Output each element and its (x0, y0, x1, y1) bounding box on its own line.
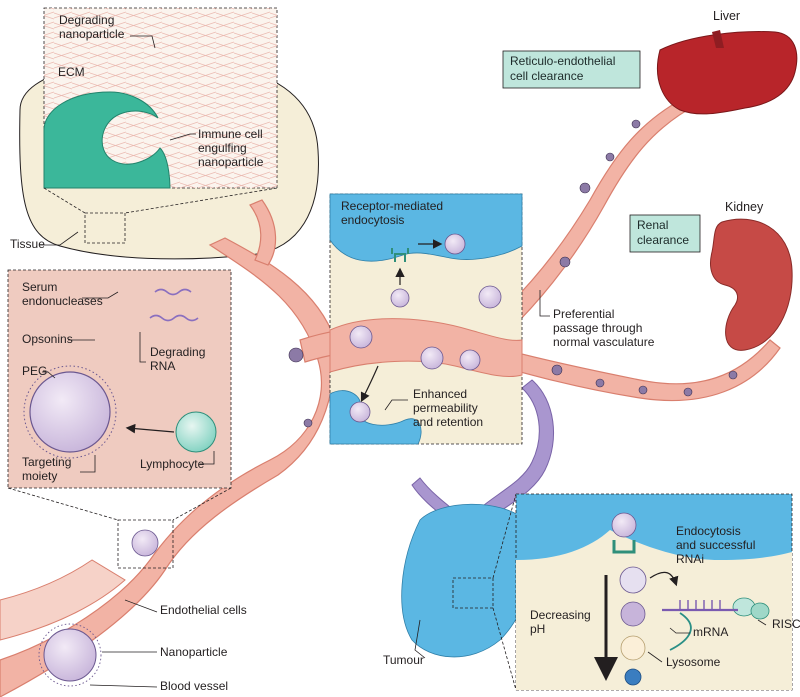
label-tumour: Tumour (383, 653, 424, 667)
renal-clearance-box: Renal clearance (629, 214, 701, 253)
degrading-rna (149, 288, 199, 322)
label-peg: PEG (22, 364, 47, 378)
endosome-stages (611, 512, 647, 686)
label-lymphocyte: Lymphocyte (140, 457, 205, 471)
label-lysosome: Lysosome (666, 655, 721, 669)
label-degrading-nanoparticle: Degrading nanoparticle (59, 13, 125, 41)
svg-text:Preferential: Preferential (553, 307, 614, 321)
label-kidney: Kidney (725, 200, 764, 214)
immune-cell (43, 91, 171, 189)
svg-text:and successful: and successful (676, 538, 755, 552)
label-immune-cell: Immune cell engulfing nanoparticle (198, 127, 264, 169)
center-particles (349, 233, 502, 423)
svg-text:RNA: RNA (150, 359, 175, 373)
svg-text:moiety: moiety (22, 469, 57, 483)
svg-text:nanoparticle: nanoparticle (198, 155, 264, 169)
label-serum-endonucleases: Serum endonucleases (22, 280, 103, 308)
svg-text:pH: pH (530, 622, 545, 636)
label-receptor-mediated: Receptor-mediated endocytosis (341, 199, 443, 227)
center-upper-cell (329, 193, 523, 262)
svg-text:Degrading: Degrading (59, 13, 114, 27)
svg-text:permeability: permeability (413, 401, 478, 415)
label-blood-vessel: Blood vessel (160, 679, 228, 693)
svg-text:Serum: Serum (22, 280, 57, 294)
liver (656, 31, 798, 115)
kidney (710, 218, 793, 351)
svg-text:passage through: passage through (553, 321, 642, 335)
label-opsonins: Opsonins (22, 332, 73, 346)
label-nanoparticle: Nanoparticle (160, 645, 228, 659)
label-targeting-moiety: Targeting moiety (22, 455, 71, 483)
svg-text:Targeting: Targeting (22, 455, 71, 469)
label-tissue: Tissue (10, 237, 45, 251)
blood-vessel-detail (0, 529, 159, 687)
svg-text:endocytosis: endocytosis (341, 213, 404, 227)
svg-text:Endocytosis: Endocytosis (676, 524, 741, 538)
svg-text:Reticulo-endothelial: Reticulo-endothelial (510, 54, 615, 68)
svg-text:Degrading: Degrading (150, 345, 205, 359)
svg-text:endonucleases: endonucleases (22, 294, 103, 308)
rnai-cell-interior (516, 530, 792, 690)
svg-text:engulfing: engulfing (198, 141, 247, 155)
svg-text:cell clearance: cell clearance (510, 69, 584, 83)
svg-text:Enhanced: Enhanced (413, 387, 467, 401)
svg-text:Decreasing: Decreasing (530, 608, 591, 622)
svg-text:normal vasculature: normal vasculature (553, 335, 655, 349)
center-lower-cell (329, 390, 422, 445)
svg-text:and retention: and retention (413, 415, 483, 429)
label-endothelial-cells: Endothelial cells (160, 603, 247, 617)
svg-text:nanoparticle: nanoparticle (59, 27, 125, 41)
svg-text:Receptor-mediated: Receptor-mediated (341, 199, 443, 213)
tissue-zoom-box (84, 212, 126, 244)
large-nanoparticle (29, 371, 111, 453)
svg-text:Renal: Renal (637, 218, 668, 232)
label-ecm: ECM (58, 65, 85, 79)
label-mrna: mRNA (693, 625, 728, 639)
reticulo-clearance-box: Reticulo-endothelial cell clearance (502, 50, 641, 89)
label-preferential-passage: Preferential passage through normal vasc… (553, 307, 655, 349)
tumour-zoom-box (452, 577, 494, 609)
leader-lines (40, 35, 767, 688)
label-decreasing-ph: Decreasing pH (530, 608, 591, 636)
svg-text:Immune cell: Immune cell (198, 127, 263, 141)
label-liver: Liver (713, 9, 740, 23)
label-risc: RISC (772, 617, 800, 631)
receptor-icon (391, 248, 409, 262)
vessel-zoom-box (117, 519, 174, 569)
svg-text:RNAi: RNAi (676, 552, 704, 566)
tumour (401, 503, 533, 658)
risc-complex (732, 597, 770, 620)
label-endocytosis-rnai: Endocytosis and successful RNAi (676, 524, 755, 566)
label-enhanced-permeability: Enhanced permeability and retention (413, 387, 483, 429)
vessel-particles (288, 119, 738, 428)
label-degrading-rna: Degrading RNA (150, 345, 205, 373)
lymphocyte (175, 411, 217, 453)
svg-text:clearance: clearance (637, 233, 689, 247)
